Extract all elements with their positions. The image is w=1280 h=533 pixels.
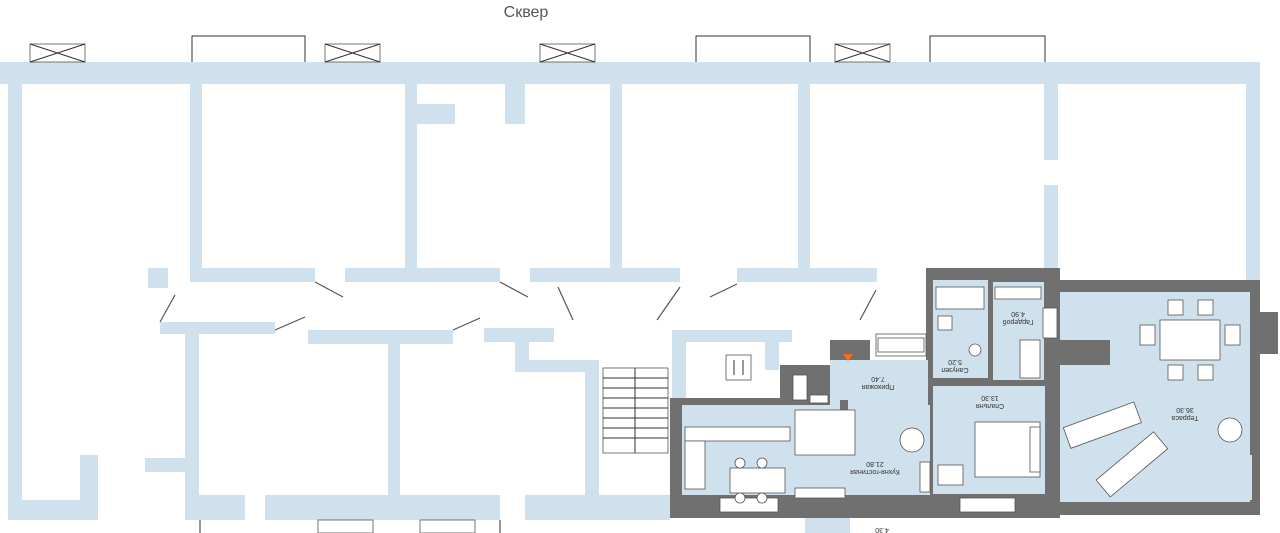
- wardrobe-name: Гардероб: [1003, 318, 1034, 326]
- balcony-area: 4.30: [875, 526, 889, 533]
- dining-table: [1139, 299, 1241, 381]
- toilet: [968, 343, 982, 357]
- plant-icon: [1217, 417, 1243, 443]
- bed: [974, 421, 1041, 478]
- sun-lounger: [1062, 401, 1169, 498]
- wardrobe-area: 4.90: [1011, 310, 1025, 317]
- bathtub: [935, 286, 985, 310]
- bathroom-name: Санузел: [941, 366, 968, 373]
- terrace-name: Терраса: [1171, 414, 1198, 421]
- hall-area: 7.40: [871, 375, 885, 382]
- entry-marker-icon: [843, 354, 853, 361]
- bedroom-name: Спальня: [976, 402, 1004, 409]
- top-windows: [29, 35, 1046, 63]
- terrace-area: 36.30: [1176, 406, 1194, 413]
- kitchen-counter: [684, 426, 791, 442]
- kitchen-name: Кухня-гостиная: [850, 468, 900, 475]
- bottom-windows: [199, 519, 501, 533]
- corridor-doors: [159, 281, 877, 331]
- elevator-icon: [725, 354, 752, 381]
- bathroom-area: 5.20: [948, 358, 962, 365]
- dining-table-kitchen: [729, 467, 786, 494]
- apartment: Прихожая 7.40 Санузел 5.20 Гардероб 4.90…: [670, 268, 1278, 533]
- bedroom-area: 13.30: [981, 394, 999, 401]
- kitchen-area: 21.80: [866, 460, 884, 467]
- street-label: Сквер: [504, 4, 549, 21]
- building-walls: [0, 62, 1260, 520]
- staircase: [602, 367, 669, 454]
- sofa: [794, 409, 856, 456]
- hall-name: Прихожая: [862, 383, 895, 390]
